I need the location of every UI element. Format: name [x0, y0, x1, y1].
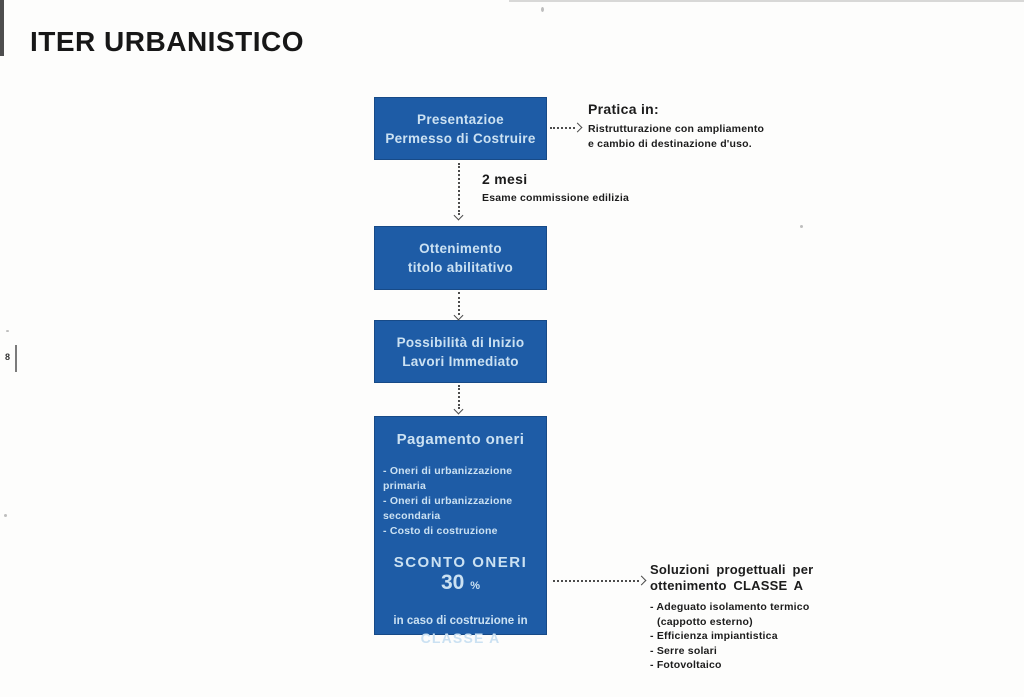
box-text-line: Lavori Immediato: [402, 353, 519, 369]
flow-box-ottenimento: Ottenimento titolo abilitativo: [375, 227, 546, 289]
annotation-due-mesi: 2 mesi Esame commissione edilizia: [482, 171, 629, 206]
bullet-item: - Oneri di urbanizzazione primaria: [383, 465, 513, 492]
box-text-line: Presentazioe: [417, 111, 504, 127]
annotation-pratica: Pratica in: Ristrutturazione con ampliam…: [588, 101, 764, 152]
bullet-item: - Fotovoltaico: [650, 659, 722, 671]
annotation-text-line: e cambio di destinazione d'uso.: [588, 138, 752, 150]
page-title: ITER URBANISTICO: [30, 26, 304, 57]
arrowhead-down-icon: [453, 210, 464, 221]
box-text-line: Possibilità di Inizio: [396, 334, 525, 350]
bullet-item: - Costo di costruzione: [383, 525, 498, 537]
discount-unit: %: [470, 580, 480, 592]
scan-speck: [541, 7, 544, 12]
scan-speck: [6, 330, 9, 332]
discount-value: 30 %: [441, 571, 480, 598]
box-text-line: Permesso di Costruire: [385, 130, 536, 146]
box-text-line: titolo abilitativo: [407, 260, 514, 275]
arrowhead-right-icon: [572, 122, 583, 133]
dotted-arrow-down: [458, 163, 460, 215]
bullet-item: - Adeguato isolamento termico: [650, 601, 810, 613]
annotation-text: Esame commissione edilizia: [482, 192, 630, 204]
arrowhead-right-icon: [636, 575, 647, 586]
flow-box-presentazione: Presentazioe Permesso di Costruire: [375, 98, 546, 159]
discount-label: SCONTO ONERI: [393, 554, 528, 571]
bullet-item: - Serre solari: [650, 644, 717, 657]
box-text-line: Ottenimento: [419, 241, 502, 256]
discount-number: 30: [441, 571, 465, 594]
soluzioni-bullet-list: - Adeguato isolamento termico (cappotto …: [650, 600, 813, 673]
arrowhead-down-icon: [453, 404, 464, 415]
annotation-text-line: Ristrutturazione con ampliamento: [588, 123, 765, 135]
arrowhead-down-icon: [453, 310, 464, 321]
annotation-heading: 2 mesi: [482, 171, 528, 187]
box-title: Pagamento oneri: [396, 431, 525, 448]
dotted-arrow-right: [550, 127, 575, 129]
flow-box-pagamento-oneri: Pagamento oneri - Oneri di urbanizzazion…: [375, 417, 546, 646]
annotation-heading: Soluzioni progettuali per ottenimento CL…: [650, 562, 813, 594]
bullet-item: - Efficienza impiantistica: [650, 630, 778, 642]
flow-box-inizio-lavori: Possibilità di Inizio Lavori Immediato: [375, 321, 546, 382]
page-number-tick: [15, 345, 17, 372]
scan-speck: [800, 225, 803, 228]
annotation-text: Ristrutturazione con ampliamento e cambi…: [588, 122, 764, 152]
annotation-heading-line: ottenimento CLASSE A: [650, 578, 804, 593]
scan-topline-artifact: [509, 0, 1024, 2]
scan-speck: [4, 514, 7, 517]
annotation-soluzioni: Soluzioni progettuali per ottenimento CL…: [650, 562, 813, 673]
bullet-item: - Oneri di urbanizzazione secondaria: [383, 495, 513, 522]
dotted-arrow-right: [553, 580, 639, 582]
annotation-heading: Pratica in:: [588, 101, 659, 117]
oneri-bullet-list: - Oneri di urbanizzazione primaria - One…: [375, 464, 546, 539]
page-number: 8: [5, 352, 11, 362]
scan-edge-artifact: [0, 0, 4, 56]
classe-a-note-label: CLASSE A: [420, 630, 501, 646]
bullet-item: (cappotto esterno): [657, 615, 753, 628]
dotted-arrow-down: [458, 385, 460, 409]
annotation-heading-line: Soluzioni progettuali per: [650, 562, 814, 577]
dotted-arrow-down: [458, 292, 460, 315]
classe-a-note-line: in caso di costruzione in: [393, 615, 528, 627]
